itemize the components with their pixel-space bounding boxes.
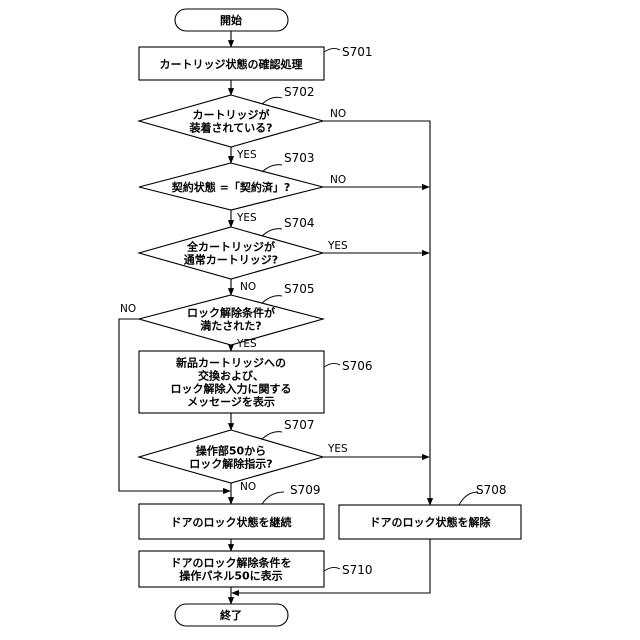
s707-text-line: 操作部50から bbox=[196, 444, 266, 458]
start-text-line: 開始 bbox=[220, 13, 242, 27]
s707-leader bbox=[262, 432, 282, 439]
start-label: 開始 bbox=[220, 13, 242, 27]
s702-step-label: S702 bbox=[284, 85, 315, 99]
s703-text: 契約状態 =「契約済」? bbox=[171, 180, 290, 194]
s701-text-line: カートリッジ状態の確認処理 bbox=[160, 57, 303, 71]
end-label: 終了 bbox=[220, 608, 242, 622]
s701-step-label: S701 bbox=[342, 45, 373, 59]
s707-yes-label: YES bbox=[327, 443, 348, 455]
s707-step-label: S707 bbox=[284, 418, 315, 432]
s702-text-line: 装着されている? bbox=[188, 121, 272, 135]
s709-text: ドアのロック状態を継続 bbox=[171, 515, 292, 529]
s707-text: 操作部50からロック解除指示? bbox=[189, 444, 272, 471]
s702-text: カートリッジが装着されている? bbox=[188, 108, 272, 135]
s704-step-label: S704 bbox=[284, 216, 315, 230]
s702-text-line: カートリッジが bbox=[193, 108, 270, 122]
s705-step-label: S705 bbox=[284, 282, 315, 296]
s701-text: カートリッジ状態の確認処理 bbox=[160, 57, 303, 71]
s703-leader bbox=[262, 165, 282, 172]
s703-step-label: S703 bbox=[284, 151, 315, 165]
s704-text: 全カートリッジが通常カートリッジ? bbox=[184, 240, 278, 267]
s708-text-line: ドアのロック状態を解除 bbox=[370, 515, 492, 529]
s702-no-label: NO bbox=[330, 108, 346, 120]
nodes: 開始 カートリッジ状態の確認処理 カートリッジが装着されている? 契約状態 =「… bbox=[139, 9, 521, 626]
s708-text: ドアのロック状態を解除 bbox=[370, 515, 492, 529]
s709-text-line: ドアのロック状態を継続 bbox=[171, 515, 292, 529]
s707-no-label: NO bbox=[240, 481, 256, 493]
s705-text-line: ロック解除条件が bbox=[187, 306, 275, 320]
s704-no-label: NO bbox=[240, 281, 256, 293]
s710-text-line: ドアのロック解除条件を bbox=[171, 556, 292, 570]
s709-leader bbox=[262, 492, 284, 504]
s706-text-line: 新品カートリッジへの bbox=[176, 356, 286, 370]
s704-text-line: 全カートリッジが bbox=[186, 240, 275, 254]
s701-leader bbox=[324, 48, 340, 52]
s705-leader bbox=[262, 296, 282, 303]
s705-yes-label: YES bbox=[236, 338, 257, 350]
s706-leader bbox=[324, 363, 340, 367]
s708-step-label: S708 bbox=[476, 483, 507, 497]
s703-no-label: NO bbox=[330, 174, 346, 186]
s706-step-label: S706 bbox=[342, 359, 373, 373]
s702-yes-label: YES bbox=[236, 149, 257, 161]
end-text-line: 終了 bbox=[220, 608, 242, 622]
s707-text-line: ロック解除指示? bbox=[189, 457, 272, 471]
s710-step-label: S710 bbox=[342, 563, 373, 577]
s706-text-line: ロック解除入力に関する bbox=[171, 382, 292, 396]
s702-leader bbox=[262, 97, 282, 104]
s706-text: 新品カートリッジへの交換および、ロック解除入力に関するメッセージを表示 bbox=[171, 356, 292, 409]
s710-text: ドアのロック解除条件を操作パネル50に表示 bbox=[171, 556, 292, 583]
s703-yes-label: YES bbox=[236, 212, 257, 224]
s706-text-line: 交換および、 bbox=[198, 369, 264, 383]
s704-text-line: 通常カートリッジ? bbox=[184, 253, 278, 267]
s705-no-label: NO bbox=[120, 303, 136, 315]
s703-text-line: 契約状態 =「契約済」? bbox=[171, 180, 290, 194]
s710-leader bbox=[324, 567, 340, 571]
s704-leader bbox=[262, 229, 282, 236]
s709-step-label: S709 bbox=[290, 483, 321, 497]
s705-text-line: 満たされた? bbox=[200, 319, 261, 333]
s710-text-line: 操作パネル50に表示 bbox=[179, 569, 282, 583]
s706-text-line: メッセージを表示 bbox=[187, 395, 275, 409]
s704-yes-label: YES bbox=[327, 240, 348, 252]
